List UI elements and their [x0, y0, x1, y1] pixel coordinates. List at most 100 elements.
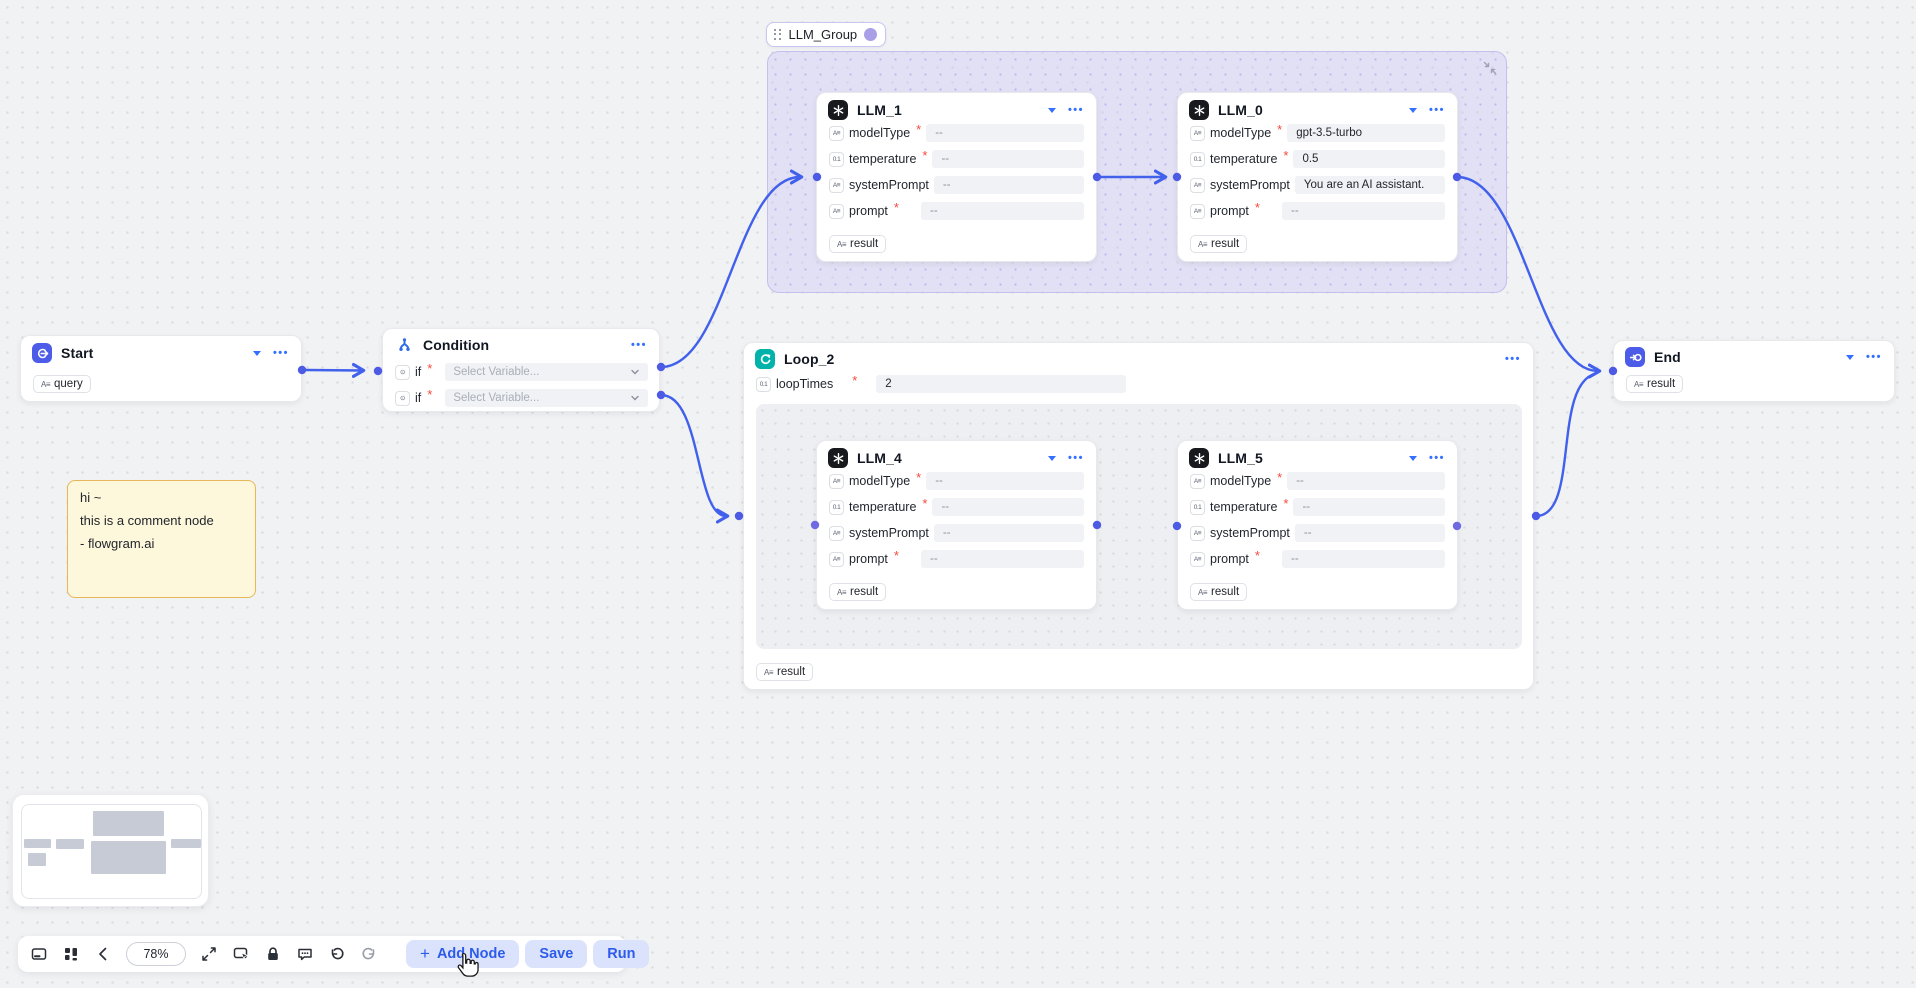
llm-icon: [828, 100, 848, 120]
edge-loop-end[interactable]: [1534, 372, 1598, 518]
string-type-icon: A≡: [1198, 587, 1208, 597]
redo-icon[interactable]: [356, 941, 382, 967]
string-type-icon: A≡: [829, 551, 844, 567]
field-row-prompt: A≡prompt*--: [1190, 549, 1445, 568]
undo-icon[interactable]: [324, 941, 350, 967]
more-menu-icon[interactable]: •••: [1067, 103, 1084, 116]
field-input[interactable]: --: [1293, 498, 1445, 516]
more-menu-icon[interactable]: •••: [1428, 103, 1445, 116]
node-start[interactable]: Start ••• A≡ query: [20, 335, 302, 402]
lock-icon[interactable]: [260, 941, 286, 967]
number-type-icon: 0.1: [756, 376, 771, 392]
group-color-swatch[interactable]: [864, 28, 878, 41]
field-input[interactable]: --: [1282, 202, 1445, 220]
more-menu-icon[interactable]: •••: [1067, 451, 1084, 464]
output-tag-label: result: [777, 666, 806, 678]
number-type-icon: 0.1: [1190, 151, 1205, 167]
caret-down-icon[interactable]: [1047, 455, 1056, 461]
output-tag: A≡result: [829, 583, 887, 601]
field-input[interactable]: --: [932, 498, 1084, 516]
string-type-icon: A≡: [764, 667, 774, 677]
field-input[interactable]: You are an AI assistant.: [1294, 176, 1445, 194]
field-label: modelType: [1210, 126, 1272, 140]
run-button[interactable]: Run: [593, 940, 650, 968]
field-input[interactable]: --: [921, 550, 1084, 568]
field-input[interactable]: 0.5: [1293, 150, 1445, 168]
minimap-node-condition: [56, 839, 84, 849]
string-type-icon: A≡: [41, 379, 51, 389]
field-row-modelType: A≡modelType*--: [829, 123, 1084, 142]
loop-icon: [755, 349, 775, 369]
field-input[interactable]: --: [926, 124, 1084, 142]
toolbar: 78% + Add Node Save Run: [18, 936, 650, 972]
field-row-modelType: A≡modelType*--: [829, 471, 1084, 490]
llm-icon: [1189, 448, 1209, 468]
pointer-mode-icon[interactable]: [228, 941, 254, 967]
more-menu-icon[interactable]: •••: [1428, 451, 1445, 464]
caret-down-icon[interactable]: [252, 350, 261, 356]
edge-start-condition[interactable]: [304, 362, 366, 378]
group-label[interactable]: LLM_Group: [766, 22, 887, 47]
node-title: LLM_1: [857, 102, 902, 118]
comment-icon[interactable]: [292, 941, 318, 967]
field-input[interactable]: --: [1294, 524, 1445, 542]
edge-condition-loop[interactable]: [659, 393, 730, 524]
comment-line: - flowgram.ai: [80, 536, 155, 551]
auto-layout-icon[interactable]: [58, 941, 84, 967]
select-placeholder: Select Variable...: [453, 392, 540, 404]
variable-select[interactable]: Select Variable...: [445, 389, 648, 407]
output-tag: A≡ query: [33, 375, 91, 393]
field-row-systemPrompt: A≡systemPrompt--: [829, 176, 1084, 194]
field-label: systemPrompt: [849, 526, 929, 540]
field-input[interactable]: --: [921, 202, 1084, 220]
field-input[interactable]: --: [926, 472, 1084, 490]
minimap[interactable]: [12, 794, 209, 907]
minimap-node-llm-group: [93, 811, 164, 836]
drag-handle-icon[interactable]: [774, 28, 782, 41]
loop-times-input[interactable]: 2: [876, 375, 1127, 393]
more-menu-icon[interactable]: •••: [1865, 350, 1882, 363]
field-input[interactable]: gpt-3.5-turbo: [1287, 124, 1445, 142]
variable-select[interactable]: Select Variable...: [445, 363, 648, 381]
expand-icon[interactable]: [196, 941, 222, 967]
field-label: temperature: [1210, 500, 1278, 514]
condition-row-2: ⊙ if * Select Variable...: [395, 388, 648, 407]
comment-node[interactable]: hi ~ this is a comment node - flowgram.a…: [67, 480, 256, 598]
more-menu-icon[interactable]: •••: [1504, 352, 1521, 365]
field-label: prompt: [849, 204, 888, 218]
node-end[interactable]: End ••• A≡ result: [1613, 340, 1895, 402]
field-input[interactable]: --: [1287, 472, 1445, 490]
fit-view-icon[interactable]: [90, 941, 116, 967]
more-menu-icon[interactable]: •••: [272, 346, 289, 359]
save-button[interactable]: Save: [525, 940, 588, 968]
zoom-level[interactable]: 78%: [126, 942, 186, 966]
output-tag-label: result: [1211, 238, 1240, 250]
minimap-toggle-icon[interactable]: [26, 941, 52, 967]
node-condition[interactable]: Condition ••• ⊙ if * Select Variable... …: [382, 328, 660, 412]
caret-down-icon[interactable]: [1047, 107, 1056, 113]
caret-down-icon[interactable]: [1845, 354, 1854, 360]
llm-icon: [828, 448, 848, 468]
field-input[interactable]: --: [932, 150, 1084, 168]
string-type-icon: A≡: [1634, 379, 1644, 389]
chevron-down-icon: [631, 369, 639, 375]
field-input[interactable]: --: [933, 176, 1084, 194]
field-label: temperature: [1210, 152, 1278, 166]
node-title: Condition: [423, 337, 490, 353]
caret-down-icon[interactable]: [1408, 107, 1417, 113]
field-input[interactable]: --: [933, 524, 1084, 542]
group-collapse-icon[interactable]: [1482, 60, 1498, 76]
field-input[interactable]: --: [1282, 550, 1445, 568]
caret-down-icon[interactable]: [1408, 455, 1417, 461]
chevron-down-icon: [631, 395, 639, 401]
add-node-button[interactable]: + Add Node: [406, 940, 520, 968]
more-menu-icon[interactable]: •••: [630, 338, 647, 351]
